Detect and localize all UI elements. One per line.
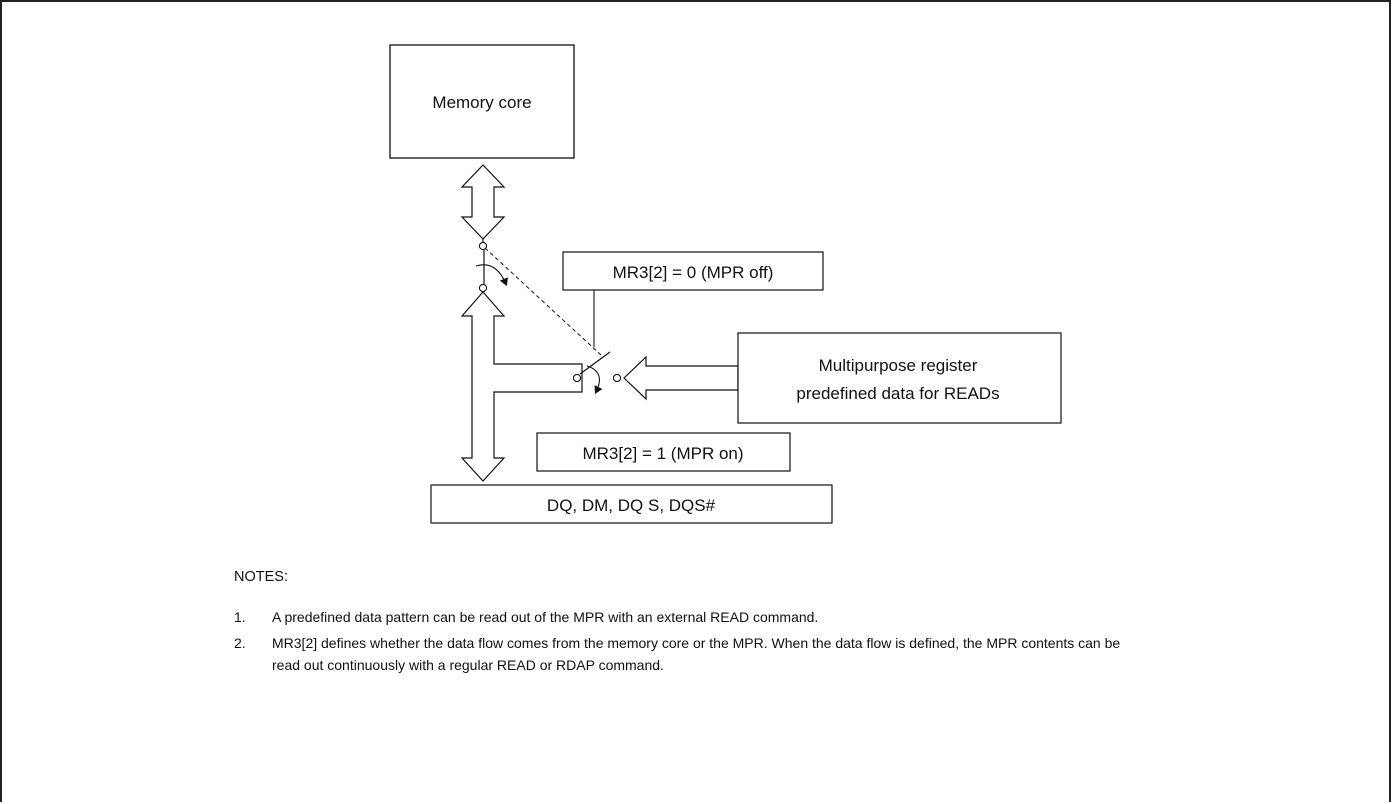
mr3-on-label: MR3[2] = 1 (MPR on): [582, 444, 743, 463]
note-number: 1.: [234, 609, 246, 625]
note-item: 2. MR3[2] defines whether the data flow …: [234, 632, 1134, 676]
note-number: 2.: [234, 635, 246, 651]
switch2-blade: [579, 351, 611, 375]
lower-bus-arrow: [460, 291, 583, 482]
note-text: MR3[2] defines whether the data flow com…: [272, 635, 1121, 673]
mpr-box: Multipurpose register predefined data fo…: [737, 332, 1062, 424]
dashed-link: [484, 247, 602, 356]
notes-title: NOTES:: [234, 569, 288, 585]
mr3-off-label: MR3[2] = 0 (MPR off): [613, 263, 774, 282]
dq-box: DQ, DM, DQ S, DQS#: [430, 484, 833, 524]
mr3-on-box: MR3[2] = 1 (MPR on): [536, 432, 791, 472]
note-item: 1. A predefined data pattern can be read…: [234, 606, 1134, 628]
switch1-curve-arrow: [475, 264, 508, 287]
switch2-right-contact: [612, 373, 622, 383]
switch2-curve-arrow: [586, 365, 603, 394]
mr3-off-box: MR3[2] = 0 (MPR off): [562, 251, 824, 291]
switch1-bottom-contact: [478, 283, 488, 293]
dq-label: DQ, DM, DQ S, DQS#: [547, 496, 716, 515]
switch2-left-contact: [572, 373, 582, 383]
memory-core-box: Memory core: [389, 44, 575, 159]
upper-double-arrow: [460, 164, 506, 240]
note-text: A predefined data pattern can be read ou…: [272, 609, 819, 625]
notes-section: NOTES: 1. A predefined data pattern can …: [234, 566, 1134, 680]
mpr-label-line1: Multipurpose register: [819, 356, 978, 375]
mpr-input-arrow: [623, 355, 739, 401]
mpr-diagram: Memory core MR3[2] = 0 (MPR off) Multipu…: [389, 44, 1062, 524]
memory-core-label: Memory core: [432, 93, 531, 112]
mpr-label-line2: predefined data for READs: [796, 384, 999, 403]
